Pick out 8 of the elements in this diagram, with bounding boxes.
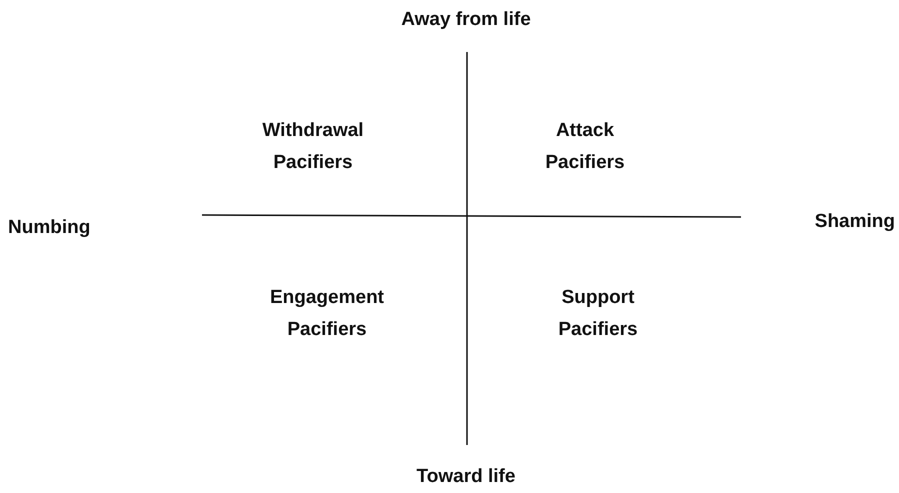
axis-label: Engagement Pacifiers xyxy=(268,286,386,342)
axis-label: Away from life xyxy=(400,8,532,32)
axis-label: Attack Pacifiers xyxy=(544,119,626,175)
axis-label: Toward life xyxy=(416,465,516,489)
axis-label: Support Pacifiers xyxy=(557,286,639,342)
axis-label: Numbing xyxy=(8,216,92,240)
axis-label: Shaming xyxy=(814,210,895,234)
axis-label: Withdrawal Pacifiers xyxy=(261,119,365,175)
